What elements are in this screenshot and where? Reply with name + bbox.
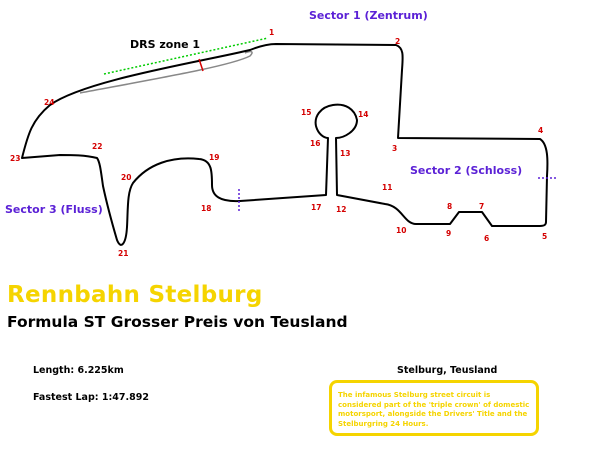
description-box: The infamous Stelburg street circuit is … (329, 380, 539, 436)
corner-number: 22 (92, 142, 102, 151)
corner-number: 23 (10, 154, 20, 163)
corner-number: 14 (358, 110, 368, 119)
description-text: The infamous Stelburg street circuit is … (338, 391, 530, 428)
corner-number: 9 (446, 229, 451, 238)
corner-number: 8 (447, 202, 452, 211)
pit-lane (79, 50, 253, 94)
corner-number: 10 (396, 226, 406, 235)
corner-number: 20 (121, 173, 131, 182)
corner-number: 6 (484, 234, 489, 243)
corner-number: 15 (301, 108, 311, 117)
corner-number: 19 (209, 153, 219, 162)
circuit-outline (21, 43, 549, 246)
corner-number: 5 (542, 232, 547, 241)
sector1-label: Sector 1 (Zentrum) (309, 9, 428, 22)
corner-number: 13 (340, 149, 350, 158)
track-location: Stelburg, Teusland (397, 365, 498, 376)
fastest-lap: Fastest Lap: 1:47.892 (33, 392, 149, 403)
track-title: Rennbahn Stelburg (7, 282, 263, 308)
corner-number: 16 (310, 139, 320, 148)
track-length: Length: 6.225km (33, 365, 124, 376)
corner-number: 12 (336, 205, 346, 214)
corner-number: 17 (311, 203, 321, 212)
corner-number: 11 (382, 183, 392, 192)
drs-zone-label: DRS zone 1 (130, 38, 200, 51)
corner-number: 1 (269, 28, 274, 37)
corner-number: 24 (44, 98, 54, 107)
sector3-label: Sector 3 (Fluss) (5, 203, 103, 216)
event-title: Formula ST Grosser Preis von Teusland (7, 313, 348, 331)
corner-number: 18 (201, 204, 211, 213)
corner-number: 3 (392, 144, 397, 153)
corner-number: 4 (538, 126, 543, 135)
sector2-label: Sector 2 (Schloss) (410, 164, 522, 177)
corner-number: 2 (395, 37, 400, 46)
drs-detection-mark (198, 58, 204, 72)
corner-number: 7 (479, 202, 484, 211)
corner-number: 21 (118, 249, 128, 258)
